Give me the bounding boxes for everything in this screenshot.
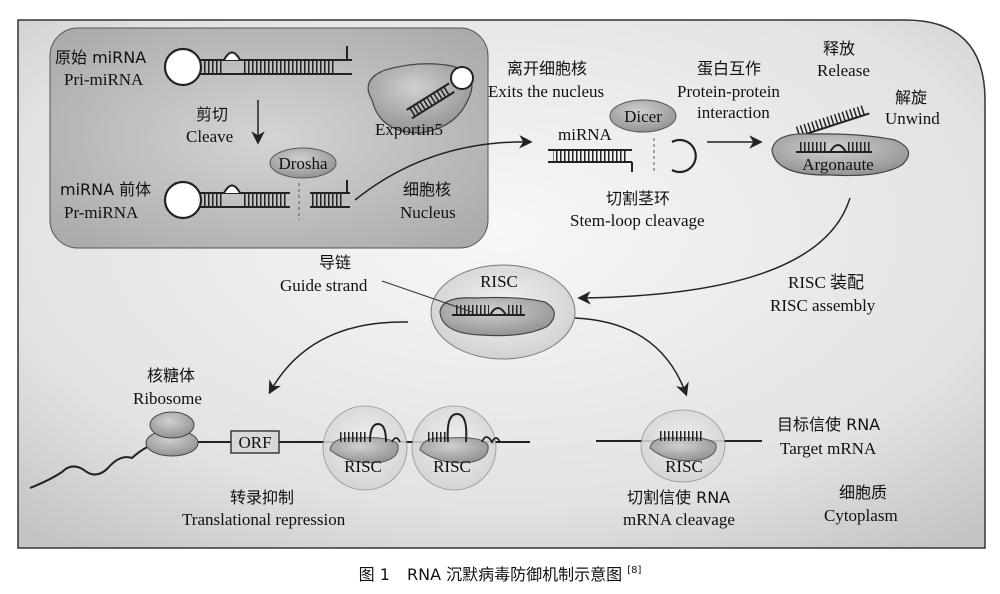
ppi-en2-label: interaction (697, 103, 770, 122)
risc-assembly-arrow (577, 197, 851, 305)
guide-strand-cn-label: 导链 (319, 253, 351, 272)
figure-caption-ref: [8] (627, 565, 641, 576)
ribosome (145, 411, 199, 457)
mrna-strand-repression (29, 441, 530, 489)
pre-mirna-cn-label: miRNA 前体 (60, 180, 151, 199)
risc-complex-center (430, 264, 576, 360)
mrna-cleavage-cn-label: 切割信使 RNA (627, 488, 730, 507)
mrna-cleavage-arrow (574, 317, 689, 397)
target-mrna-cn-label: 目标信使 RNA (777, 415, 880, 434)
ribosome-en-label: Ribosome (133, 389, 202, 408)
figure-caption: 图 1 RNA 沉默病毒防御机制示意图 [8] (359, 565, 642, 584)
ribosome-cn-label: 核糖体 (147, 366, 195, 385)
exportin5-label: Exportin5 (375, 120, 443, 139)
argonaute-guide-strand (796, 142, 872, 153)
risc-cleavage-label: RISC (665, 457, 703, 476)
orf-box (230, 430, 280, 454)
pri-mirna-en-label: Pri-miRNA (64, 70, 144, 89)
nucleus-en-label: Nucleus (400, 203, 456, 222)
dicer-label: Dicer (624, 107, 662, 126)
release-en-label: Release (817, 61, 870, 80)
pre-mirna-hairpin (163, 180, 350, 220)
stem-loop-cn-label: 切割茎环 (606, 189, 670, 208)
guide-strand-pointer (381, 280, 473, 313)
stem-loop-en-label: Stem-loop cleavage (570, 211, 705, 230)
exit-nucleus-en-label: Exits the nucleus (488, 82, 604, 101)
release-cn-label: 释放 (823, 39, 855, 58)
drosha-label: Drosha (278, 154, 328, 173)
target-mrna-en-label: Target mRNA (780, 439, 877, 458)
orf-label: ORF (238, 433, 271, 452)
stem-loop-fragment (671, 138, 697, 174)
mirna-duplex (548, 149, 633, 172)
risc-repression-1 (322, 405, 408, 491)
dicer-protein (609, 99, 677, 133)
ppi-en1-label: Protein-protein (677, 82, 780, 101)
cleave-cn-label: 剪切 (196, 105, 228, 124)
figure-caption-text: RNA 沉默病毒防御机制示意图 (407, 565, 622, 584)
pri-mirna-cn-label: 原始 miRNA (55, 48, 146, 67)
pri-mirna-hairpin (163, 46, 352, 87)
risc-repression-2 (411, 405, 501, 491)
nucleus-cn-label: 细胞核 (403, 180, 451, 199)
repression-en-label: Translational repression (182, 510, 346, 529)
risc-assembly-cn-label: RISC 装配 (788, 273, 864, 292)
risc-repression-2-label: RISC (433, 457, 471, 476)
cytoplasm-en-label: Cytoplasm (824, 506, 898, 525)
mrna-cleavage-en-label: mRNA cleavage (623, 510, 735, 529)
figure-number: 图 1 (359, 565, 390, 584)
exit-nucleus-cn-label: 离开细胞核 (507, 59, 587, 78)
risc-assembly-en-label: RISC assembly (770, 296, 876, 315)
unwind-en-label: Unwind (885, 109, 940, 128)
argonaute-label: Argonaute (802, 155, 873, 174)
risc-cleavage (640, 409, 726, 483)
mirna-label: miRNA (558, 125, 613, 144)
export-arrow (354, 135, 533, 201)
guide-strand-en-label: Guide strand (280, 276, 368, 295)
ppi-cn-label: 蛋白互作 (697, 59, 761, 78)
repression-arrow (268, 321, 409, 395)
cytoplasm-cn-label: 细胞质 (839, 483, 887, 502)
exportin5-complex (367, 63, 474, 134)
risc-center-label: RISC (480, 272, 518, 291)
pre-mirna-en-label: Pr-miRNA (64, 203, 139, 222)
cleave-en-label: Cleave (186, 127, 233, 146)
risc-repression-1-label: RISC (344, 457, 382, 476)
repression-cn-label: 转录抑制 (230, 488, 294, 507)
unwind-cn-label: 解旋 (895, 88, 927, 107)
drosha-protein (269, 147, 337, 179)
